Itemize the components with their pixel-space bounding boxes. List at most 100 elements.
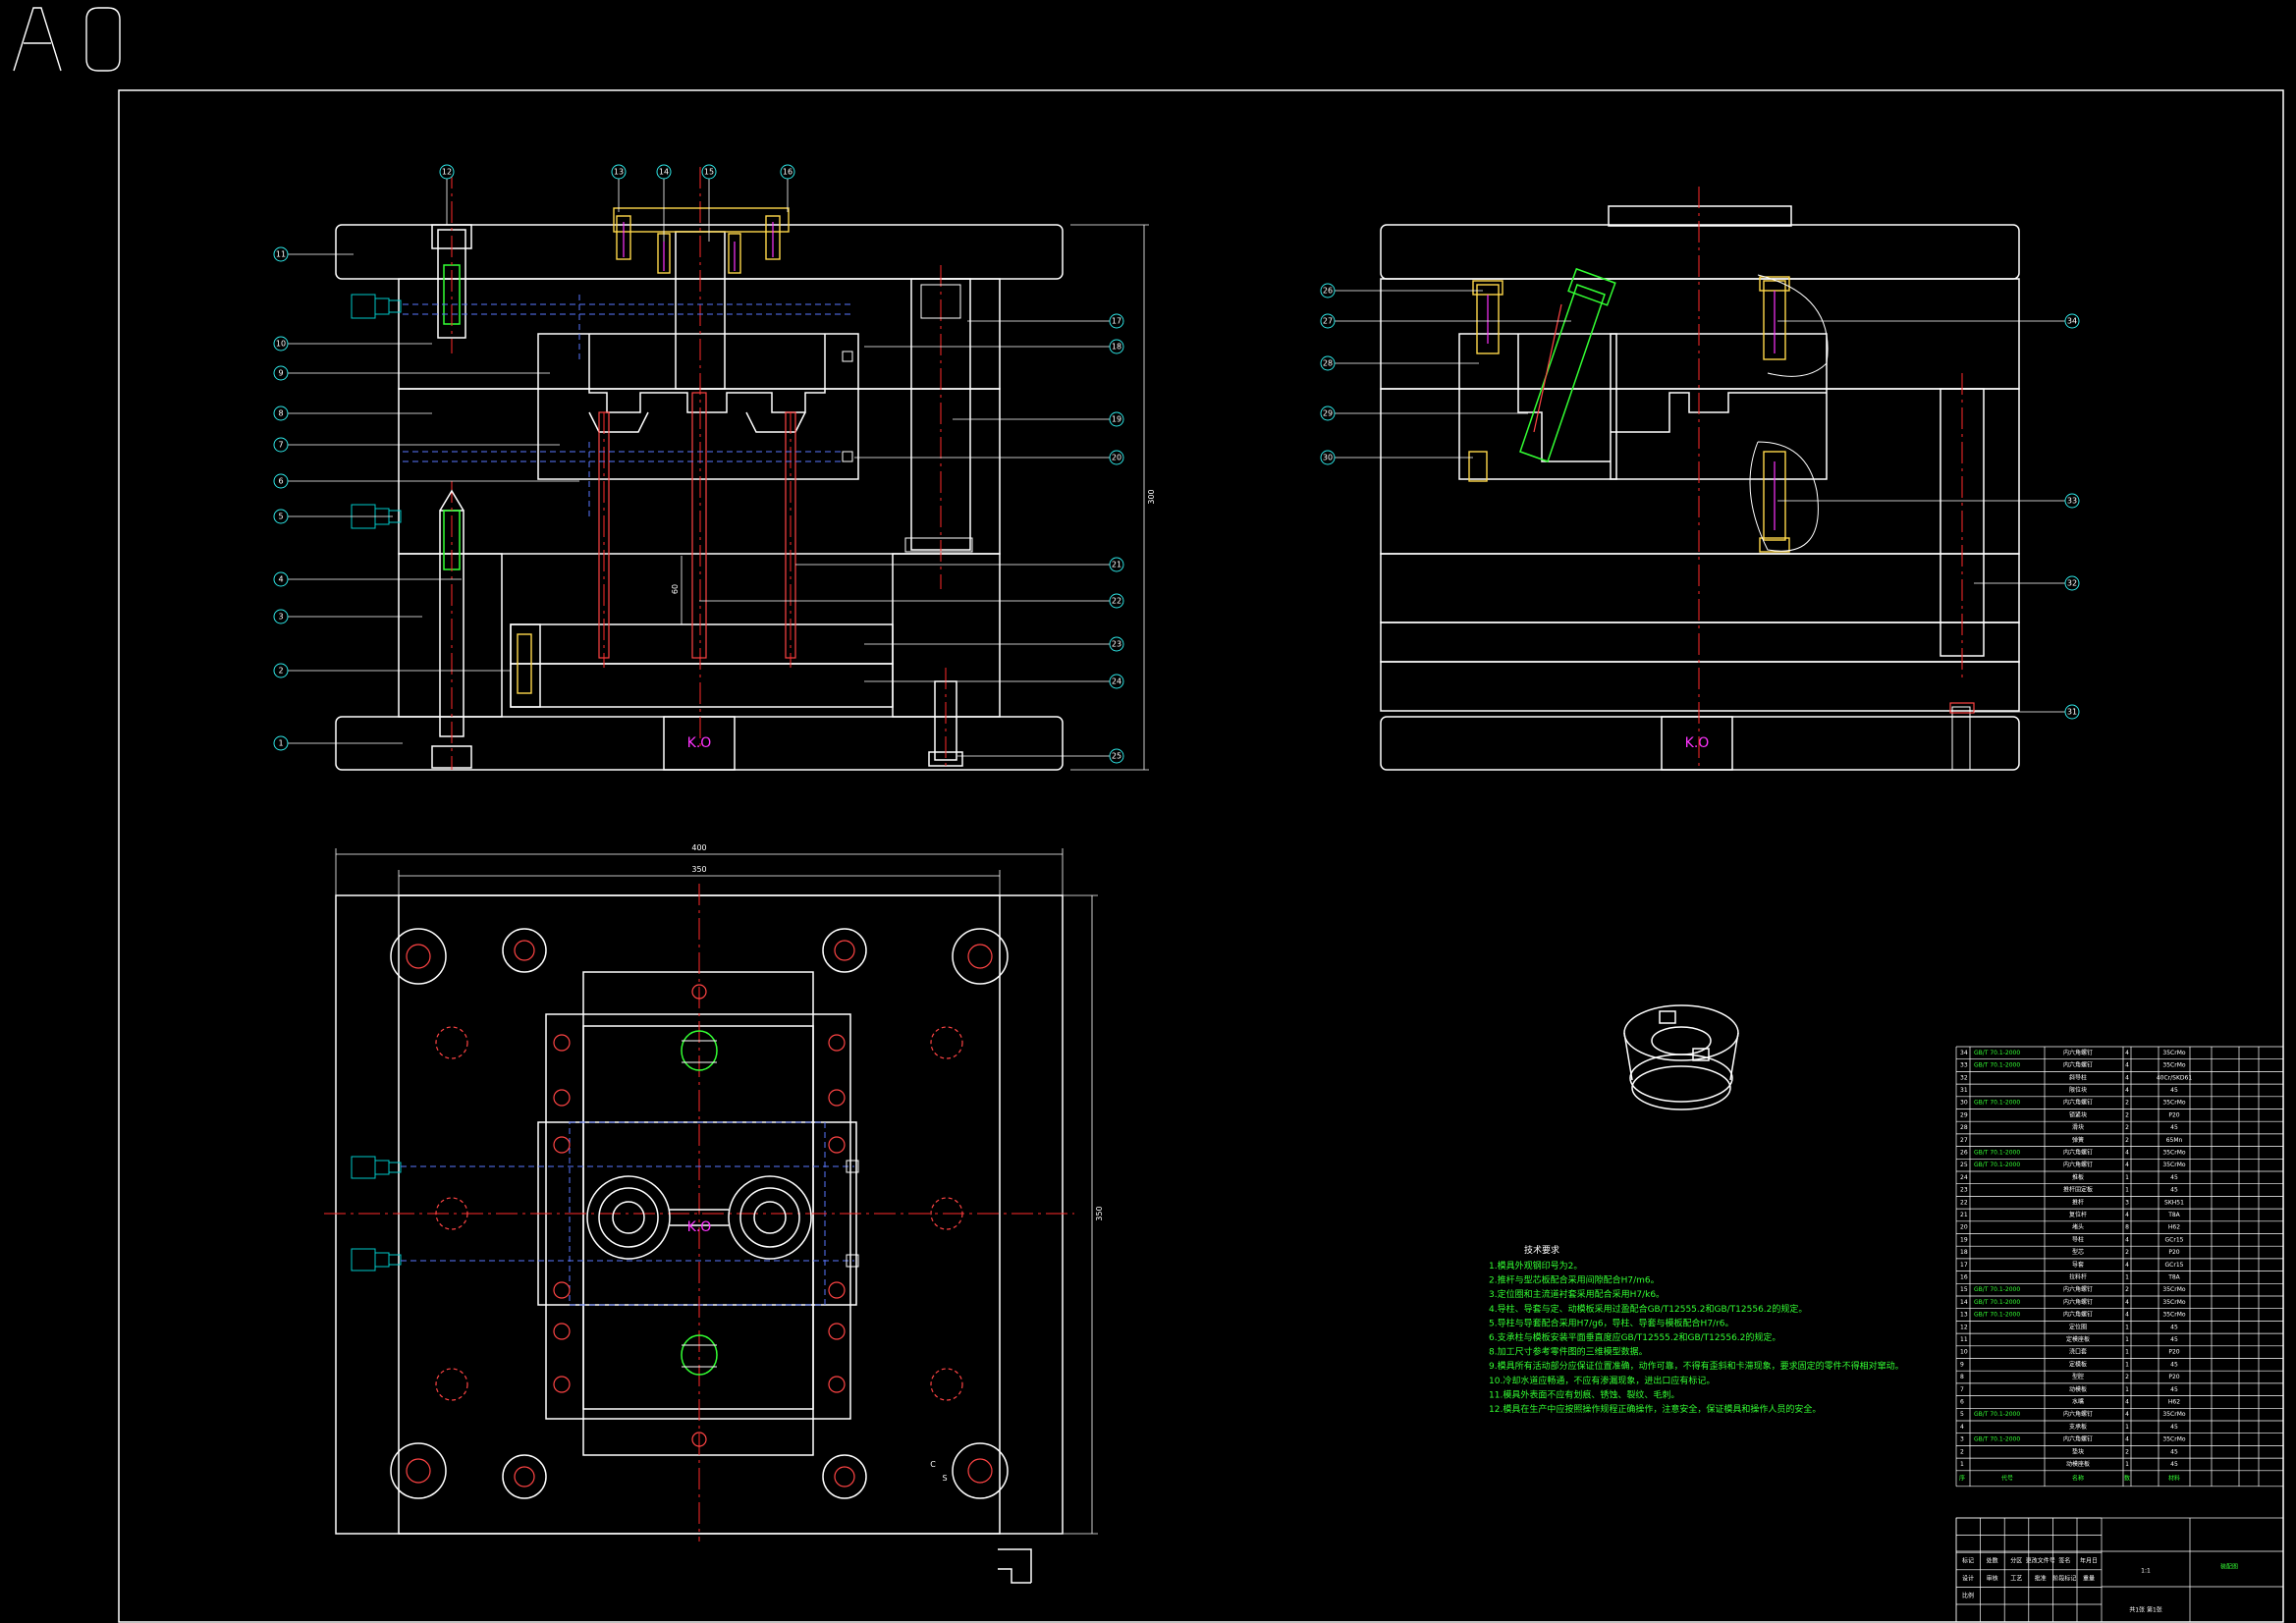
svg-text:动模板: 动模板: [2069, 1385, 2087, 1393]
svg-text:1: 1: [278, 739, 283, 748]
balloon-20: 20: [854, 450, 1124, 465]
balloon-6: 6: [273, 473, 579, 489]
svg-text:27: 27: [1323, 317, 1333, 326]
svg-text:内六角螺钉: 内六角螺钉: [2063, 1410, 2093, 1418]
svg-text:2: 2: [278, 667, 283, 676]
title-block-label: 审核: [1987, 1574, 1998, 1582]
svg-text:10: 10: [276, 340, 286, 349]
svg-text:定模板: 定模板: [2069, 1360, 2087, 1368]
svg-text:19: 19: [1112, 415, 1121, 424]
svg-text:代号: 代号: [2001, 1474, 2013, 1482]
svg-text:4: 4: [2125, 1398, 2129, 1405]
svg-text:2: 2: [2125, 1286, 2129, 1293]
balloon-5: 5: [273, 509, 393, 524]
svg-text:17: 17: [1960, 1262, 1968, 1269]
svg-text:斜导柱: 斜导柱: [2069, 1073, 2087, 1081]
balloon-2: 2: [273, 663, 511, 678]
svg-text:33: 33: [2067, 497, 2077, 506]
svg-text:数: 数: [2124, 1474, 2130, 1482]
core-plate: [398, 388, 1001, 555]
svg-text:22: 22: [1960, 1199, 1968, 1206]
svg-text:GB/T 70.1-2000: GB/T 70.1-2000: [1974, 1299, 2020, 1306]
balloon-7: 7: [273, 437, 560, 453]
svg-text:14: 14: [659, 168, 669, 177]
title-drawing-name: 装配图: [2220, 1563, 2238, 1571]
title-block-label: 比例: [1962, 1592, 1974, 1599]
svg-text:拉料杆: 拉料杆: [2069, 1272, 2087, 1280]
locating-ring: [613, 207, 790, 233]
tech-line: 1.模具外观钢印号为2。: [1489, 1260, 1582, 1271]
svg-text:35CrMo: 35CrMo: [2162, 1411, 2185, 1418]
svg-text:9: 9: [278, 369, 283, 378]
svg-text:P20: P20: [2168, 1249, 2179, 1256]
svg-text:6: 6: [278, 477, 283, 486]
svg-text:定模座板: 定模座板: [2066, 1335, 2090, 1343]
plan-origin-s: S: [942, 1474, 947, 1483]
svg-text:4: 4: [2125, 1436, 2129, 1443]
tech-line: 6.支承柱与模板安装平面垂直度应GB/T12555.2和GB/T12556.2的…: [1489, 1331, 1780, 1343]
svg-text:45: 45: [2170, 1424, 2178, 1431]
title-block-label: 重量: [2083, 1574, 2095, 1582]
svg-text:17: 17: [1112, 317, 1121, 326]
svg-text:1: 1: [2125, 1349, 2129, 1356]
balloon-29: 29: [1320, 406, 1528, 421]
plan-origin-c: C: [930, 1460, 936, 1469]
svg-text:45: 45: [2170, 1448, 2178, 1455]
tech-line: 9.模具所有活动部分应保证位置准确，动作可靠，不得有歪斜和卡滞现象，要求固定的零…: [1489, 1360, 1904, 1372]
svg-text:19: 19: [1960, 1236, 1968, 1243]
svg-text:15: 15: [704, 168, 714, 177]
balloon-26: 26: [1320, 283, 1483, 298]
svg-text:45: 45: [2170, 1187, 2178, 1194]
balloon-34: 34: [1777, 313, 2080, 329]
spacer-block-right: [892, 553, 1001, 718]
title-block-label: 年月日: [2080, 1557, 2098, 1565]
svg-text:内六角螺钉: 内六角螺钉: [2063, 1049, 2093, 1056]
svg-text:12: 12: [442, 168, 452, 177]
sheet-size-mark: [13, 7, 121, 72]
svg-text:2: 2: [2125, 1374, 2129, 1380]
svg-text:7: 7: [278, 441, 283, 450]
svg-text:31: 31: [2067, 708, 2077, 717]
balloon-8: 8: [273, 406, 432, 421]
svg-text:3: 3: [2125, 1199, 2129, 1206]
svg-text:24: 24: [1112, 677, 1121, 686]
title-block-label: 更改文件号: [2026, 1557, 2055, 1565]
side-ko-label: K.O: [1685, 735, 1710, 751]
balloon-24: 24: [864, 674, 1124, 689]
balloon-22: 22: [699, 593, 1124, 609]
svg-text:内六角螺钉: 内六角螺钉: [2063, 1435, 2093, 1443]
svg-text:16: 16: [783, 168, 793, 177]
cavity-insert: [537, 333, 859, 480]
svg-text:20: 20: [1960, 1224, 1968, 1231]
svg-text:35CrMo: 35CrMo: [2162, 1436, 2185, 1443]
svg-text:P20: P20: [2168, 1111, 2179, 1118]
svg-text:GB/T 70.1-2000: GB/T 70.1-2000: [1974, 1149, 2020, 1156]
svg-text:45: 45: [2170, 1461, 2178, 1468]
svg-text:1: 1: [2125, 1187, 2129, 1194]
svg-text:4: 4: [2125, 1212, 2129, 1218]
svg-text:28: 28: [1323, 359, 1333, 368]
svg-text:35CrMo: 35CrMo: [2162, 1312, 2185, 1319]
svg-text:内六角螺钉: 内六角螺钉: [2063, 1298, 2093, 1306]
svg-text:P20: P20: [2168, 1374, 2179, 1380]
balloon-23: 23: [864, 636, 1124, 652]
svg-text:13: 13: [614, 168, 624, 177]
svg-text:18: 18: [1960, 1249, 1968, 1256]
svg-text:34: 34: [2067, 317, 2077, 326]
svg-text:23: 23: [1112, 640, 1121, 649]
svg-text:35CrMo: 35CrMo: [2162, 1162, 2185, 1168]
svg-text:GB/T 70.1-2000: GB/T 70.1-2000: [1974, 1436, 2020, 1443]
svg-text:推杆固定板: 推杆固定板: [2063, 1186, 2093, 1194]
svg-text:4: 4: [278, 575, 283, 584]
